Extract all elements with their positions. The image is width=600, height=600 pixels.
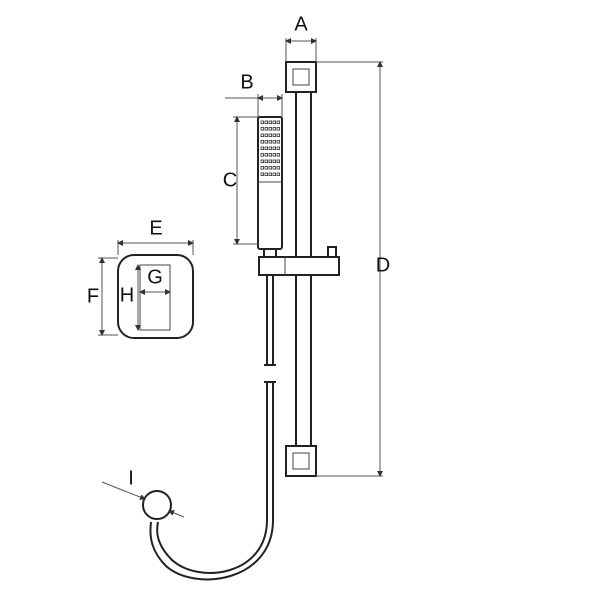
label-d: D xyxy=(376,254,390,276)
nozzle xyxy=(264,172,268,176)
slider-holder xyxy=(258,246,340,276)
nozzle xyxy=(268,159,272,163)
dimension-d xyxy=(316,61,383,477)
label-g: G xyxy=(147,266,163,288)
nozzle xyxy=(272,146,276,150)
label-e: E xyxy=(149,217,162,239)
label-h: H xyxy=(120,284,134,306)
nozzle xyxy=(260,166,264,170)
nozzle xyxy=(264,133,268,137)
dimension-e xyxy=(117,240,194,255)
dimension-c xyxy=(233,116,258,245)
nozzle xyxy=(260,133,264,137)
nozzle xyxy=(272,153,276,157)
nozzle xyxy=(276,120,280,124)
nozzle xyxy=(276,159,280,163)
nozzle xyxy=(268,133,272,137)
nozzle xyxy=(268,153,272,157)
nozzle xyxy=(272,133,276,137)
nozzle xyxy=(260,146,264,150)
nozzle xyxy=(268,172,272,176)
label-f: F xyxy=(87,285,99,307)
shower-handset xyxy=(257,116,283,258)
nozzle xyxy=(276,166,280,170)
nozzle xyxy=(276,140,280,144)
nozzle xyxy=(272,120,276,124)
dimension-f xyxy=(98,257,118,336)
nozzle xyxy=(272,127,276,131)
label-a: A xyxy=(294,13,308,35)
nozzle xyxy=(268,127,272,131)
nozzle xyxy=(264,166,268,170)
nozzle xyxy=(276,153,280,157)
nozzle xyxy=(272,166,276,170)
top-wall-bracket xyxy=(285,61,317,93)
nozzle xyxy=(260,159,264,163)
nozzle xyxy=(276,127,280,131)
nozzle xyxy=(260,140,264,144)
nozzle xyxy=(268,166,272,170)
wall-outlet xyxy=(142,490,172,520)
nozzle xyxy=(264,159,268,163)
nozzle xyxy=(276,172,280,176)
nozzle xyxy=(260,120,264,124)
nozzle xyxy=(272,140,276,144)
nozzle xyxy=(276,146,280,150)
nozzle xyxy=(264,127,268,131)
label-b: B xyxy=(240,71,253,93)
nozzle xyxy=(264,153,268,157)
bottom-wall-bracket xyxy=(285,445,317,477)
shower-hose xyxy=(149,275,276,581)
nozzle xyxy=(260,153,264,157)
nozzle xyxy=(276,133,280,137)
nozzle xyxy=(260,172,264,176)
label-c: C xyxy=(223,169,237,191)
dimension-a xyxy=(285,38,317,62)
nozzle xyxy=(264,146,268,150)
nozzle xyxy=(272,159,276,163)
nozzle xyxy=(272,172,276,176)
dimension-i xyxy=(101,481,185,518)
label-i: I xyxy=(128,467,134,489)
nozzle xyxy=(268,146,272,150)
nozzle xyxy=(268,120,272,124)
nozzle xyxy=(260,127,264,131)
nozzle xyxy=(264,140,268,144)
nozzle xyxy=(268,140,272,144)
spray-nozzles xyxy=(260,120,280,176)
nozzle xyxy=(264,120,268,124)
dimension-b xyxy=(225,94,283,117)
